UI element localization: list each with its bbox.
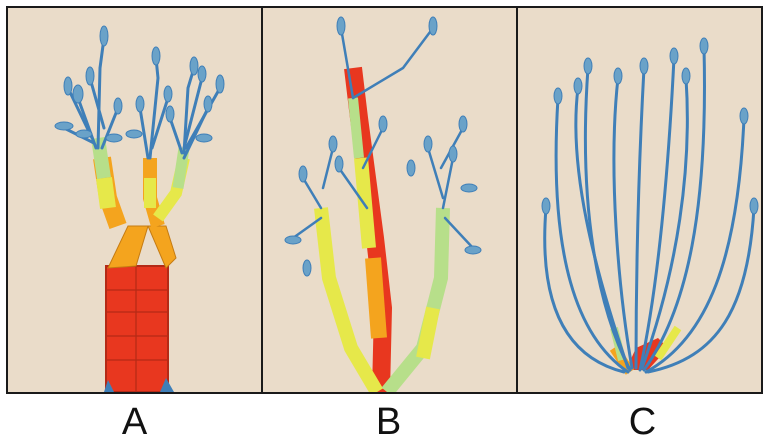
- panel-label-b: B: [262, 402, 515, 442]
- tree-b-illustration: [263, 8, 516, 392]
- panel-a-tree: [8, 8, 261, 392]
- panel-c-tree: [518, 8, 761, 392]
- tree-a-illustration: [8, 8, 261, 392]
- panel-b-tree: [263, 8, 516, 392]
- panel-label-a: A: [8, 402, 261, 442]
- panel-label-c: C: [516, 402, 767, 442]
- figure-frame: [6, 6, 763, 394]
- tree-c-illustration: [518, 8, 761, 392]
- tree-a-trunk: [106, 266, 168, 392]
